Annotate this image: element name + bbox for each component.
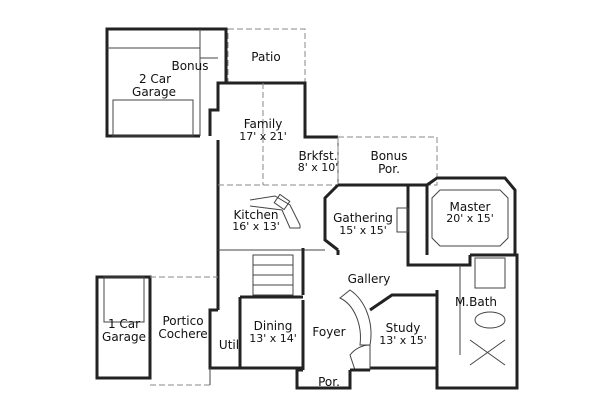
- patio-area: [227, 28, 306, 84]
- room-label-family: Family: [244, 117, 283, 131]
- room-label-gathering: Gathering: [333, 211, 393, 225]
- kitchen-area: [218, 193, 325, 251]
- room-label-garage2-2: Garage: [132, 85, 176, 99]
- room-label-dining: Dining: [254, 319, 293, 333]
- right-wing: [336, 250, 519, 390]
- room-label-garage1-2: Garage: [102, 330, 146, 344]
- garage-2-car: [105, 27, 200, 138]
- front-porch: [295, 368, 370, 390]
- room-label-brkfst: Brkfst.: [298, 149, 337, 163]
- room-label-garage1: 1 Car: [108, 317, 140, 331]
- room-size-dining: 13' x 14': [249, 332, 297, 345]
- room-label-bonus-por: Bonus: [370, 149, 407, 163]
- bonus-porch-area: [337, 136, 438, 186]
- room-label-kitchen: Kitchen: [233, 208, 278, 222]
- portico-cochere-area: [150, 276, 218, 386]
- room-label-bonus: Bonus: [171, 59, 208, 73]
- room-label-patio: Patio: [251, 50, 280, 64]
- room-size-gathering: 15' x 15': [339, 224, 387, 237]
- utility-room: [208, 275, 240, 370]
- back-stairs: [252, 254, 294, 296]
- garage-1-car: [95, 275, 152, 380]
- room-label-util: Util: [219, 338, 239, 352]
- room-label-master: Master: [450, 200, 491, 214]
- study-room: [369, 293, 437, 370]
- room-label-garage2: 2 Car: [139, 72, 171, 86]
- room-size-family: 17' x 21': [239, 130, 287, 143]
- room-label-foyer: Foyer: [312, 325, 345, 339]
- room-label-gallery: Gallery: [348, 272, 391, 286]
- master-suite: [425, 176, 517, 257]
- room-size-study: 13' x 15': [379, 334, 427, 347]
- room-label-study: Study: [386, 321, 421, 335]
- room-size-master: 20' x 15': [446, 212, 494, 225]
- room-label-bonus-por-2: Por.: [378, 162, 400, 176]
- room-label-portico-2: Cochere: [158, 327, 207, 341]
- room-label-por: Por.: [318, 375, 340, 389]
- room-size-brkfst: 8' x 10': [298, 161, 339, 174]
- gathering-room: [323, 183, 427, 252]
- room-label-portico: Portico: [162, 314, 203, 328]
- family-room: [216, 81, 338, 275]
- room-label-mbath: M.Bath: [455, 295, 497, 309]
- dining-room: [238, 295, 303, 370]
- room-size-kitchen: 16' x 13': [232, 220, 280, 233]
